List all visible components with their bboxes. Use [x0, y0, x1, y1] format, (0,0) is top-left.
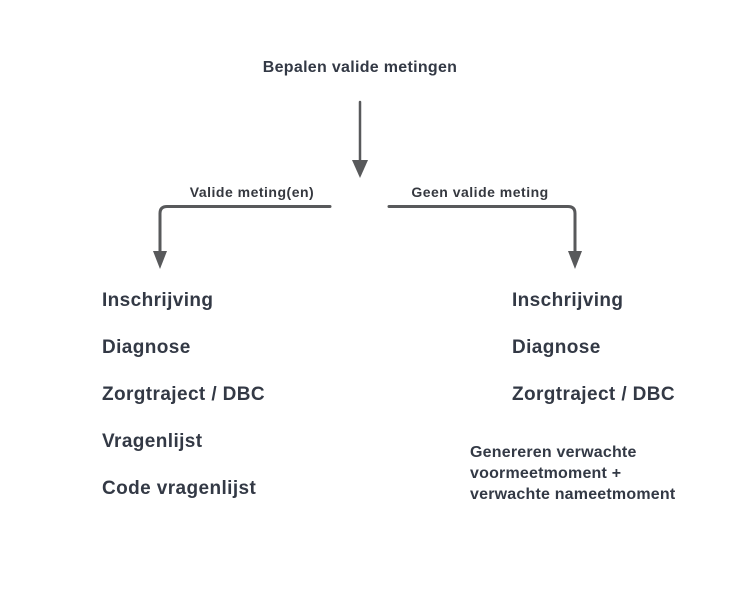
list-item-vragenlijst: Vragenlijst	[102, 431, 203, 452]
list-item-inschrijving: Inschrijving	[102, 290, 214, 311]
left-branch-list: Inschrijving Diagnose Zorgtraject / DBC …	[102, 277, 265, 512]
list-item-zorgtraject-dbc: Zorgtraject / DBC	[102, 384, 266, 405]
page-title: Bepalen valide metingen	[262, 59, 458, 76]
branch-label-geen-valide-meting: Geen valide meting	[411, 184, 549, 200]
branch-label-valide-meting: Valide meting(en)	[189, 184, 315, 200]
right-branch-arrow	[387, 205, 582, 269]
note-line: verwachte nameetmoment	[470, 486, 676, 503]
right-branch-list: Inschrijving Diagnose Zorgtraject / DBC	[512, 277, 675, 418]
root-down-arrow	[352, 100, 368, 178]
list-item-zorgtraject-dbc: Zorgtraject / DBC	[512, 384, 676, 405]
list-item-code-vragenlijst: Code vragenlijst	[102, 478, 257, 499]
note-line: voormeetmoment +	[470, 465, 622, 482]
generate-expected-moments-note: Genereren verwachte voormeetmoment + ver…	[470, 442, 675, 505]
list-item-diagnose: Diagnose	[102, 337, 191, 358]
left-branch-arrow	[153, 205, 332, 269]
list-item-diagnose: Diagnose	[512, 337, 601, 358]
list-item-inschrijving: Inschrijving	[512, 290, 624, 311]
note-line: Genereren verwachte	[470, 444, 637, 461]
